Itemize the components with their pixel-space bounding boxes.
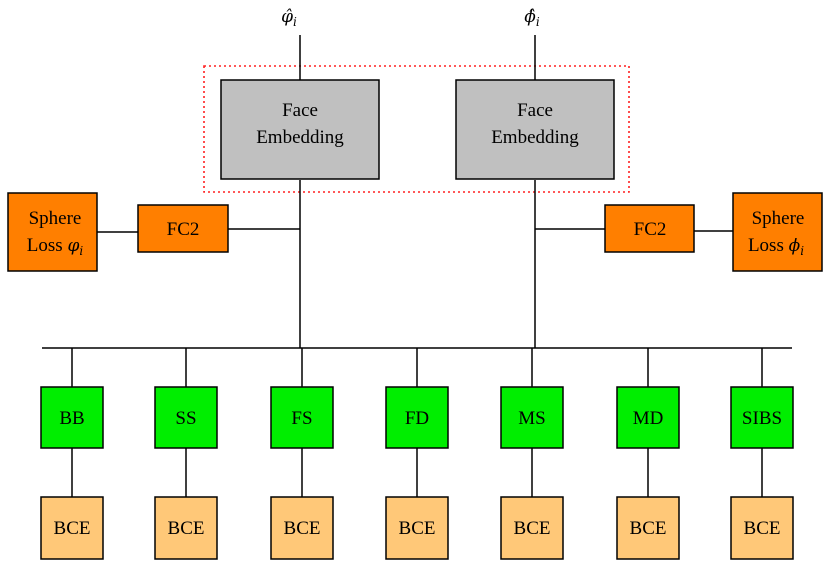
fc2-right: FC2: [604, 204, 695, 253]
attribute-box-ms: [500, 386, 564, 449]
bce-box-ss: [154, 496, 218, 560]
attribute-label-sibs: SIBS: [742, 408, 782, 429]
bce-label-ss: BCE: [168, 518, 205, 539]
attribute-label-bb: BB: [59, 408, 84, 429]
attribute-column-sibs: SIBS BCE: [730, 348, 794, 560]
sphere-loss-left-box: [7, 192, 98, 272]
face-embedding-right-line2: Embedding: [491, 127, 579, 148]
fc2-left-label: FC2: [167, 219, 200, 240]
attribute-column-ss: SS BCE: [154, 348, 218, 560]
sphere-loss-left-line2: Loss φi: [27, 235, 84, 258]
attribute-box-fs: [270, 386, 334, 449]
attribute-column-fs: FS BCE: [270, 348, 334, 560]
attribute-column-fd: FD BCE: [385, 348, 449, 560]
face-embedding-left: Face Embedding: [220, 79, 380, 180]
face-embedding-left-line2: Embedding: [256, 127, 344, 148]
attribute-column-ms: MS BCE: [500, 348, 564, 560]
fc2-left: FC2: [137, 204, 229, 253]
bce-box-fd: [385, 496, 449, 560]
fc2-right-box: [604, 204, 695, 253]
attribute-label-md: MD: [633, 408, 664, 429]
fc2-right-label: FC2: [634, 219, 667, 240]
face-embedding-left-box: [220, 79, 380, 180]
bce-label-sibs: BCE: [744, 518, 781, 539]
face-embedding-right-line1: Face: [517, 100, 553, 121]
bce-box-ms: [500, 496, 564, 560]
attribute-label-fs: FS: [291, 408, 312, 429]
bce-box-bb: [40, 496, 104, 560]
bce-box-md: [616, 496, 680, 560]
face-embedding-right: Face Embedding: [455, 79, 615, 180]
sphere-loss-right-line1: Sphere: [752, 208, 805, 229]
attribute-column-md: MD BCE: [616, 348, 680, 560]
bce-box-sibs: [730, 496, 794, 560]
attribute-box-bb: [40, 386, 104, 449]
face-embedding-left-line1: Face: [282, 100, 318, 121]
bce-box-fs: [270, 496, 334, 560]
sphere-loss-right-line2: Loss ϕi: [748, 235, 804, 258]
attribute-label-ss: SS: [175, 408, 196, 429]
sphere-loss-right: Sphere Loss ϕi: [732, 192, 823, 272]
fc2-left-box: [137, 204, 229, 253]
face-embedding-right-box: [455, 79, 615, 180]
attribute-columns: BB BCE SS BCE FS BCE FD BCE MS BCE MD BCE SIBS BCE: [40, 348, 794, 560]
attribute-column-bb: BB BCE: [40, 348, 104, 560]
attribute-box-fd: [385, 386, 449, 449]
bce-label-fd: BCE: [399, 518, 436, 539]
attribute-box-sibs: [730, 386, 794, 449]
sphere-loss-right-box: [732, 192, 823, 272]
sphere-loss-left-line1: Sphere: [29, 208, 82, 229]
attribute-box-md: [616, 386, 680, 449]
left-output-label: φ̂i: [281, 7, 297, 29]
attribute-label-fd: FD: [405, 408, 429, 429]
bce-label-ms: BCE: [514, 518, 551, 539]
attribute-box-ss: [154, 386, 218, 449]
connection-lines: [42, 35, 792, 349]
output-labels: φ̂i ϕ̂i: [281, 7, 540, 29]
bce-label-bb: BCE: [54, 518, 91, 539]
bce-label-fs: BCE: [284, 518, 321, 539]
sphere-loss-left: Sphere Loss φi: [7, 192, 98, 272]
attribute-label-ms: MS: [518, 408, 545, 429]
right-output-label: ϕ̂i: [524, 7, 540, 29]
bce-label-md: BCE: [630, 518, 667, 539]
